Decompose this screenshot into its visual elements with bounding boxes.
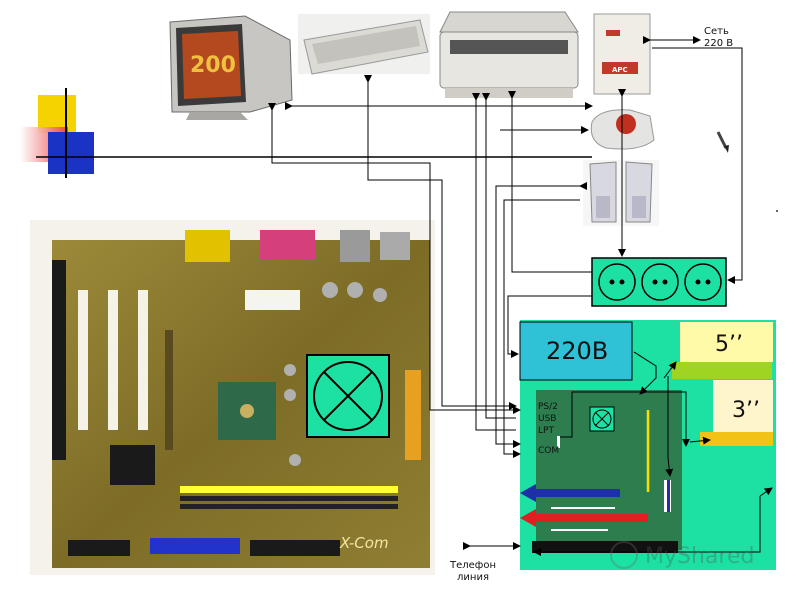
watermark-text: MyShared (645, 544, 754, 569)
decorative-logo (20, 88, 592, 178)
drive-bay-3 (713, 380, 773, 434)
socket-box (591, 257, 727, 307)
speakers-icon (583, 160, 659, 226)
motherboard-photo: X-Com (30, 220, 435, 575)
printer-icon (439, 11, 579, 98)
ups-brand: APC (612, 66, 628, 74)
bay3-label: 3’’ (732, 398, 760, 423)
blue-arrow (520, 484, 620, 502)
bay5-label: 5’’ (715, 332, 743, 357)
motherboard-brand: X-Com (339, 534, 389, 552)
drive-bay-5-device (672, 362, 772, 379)
pencil-icon (716, 131, 729, 153)
port-ps2-label: PS/2 (538, 402, 558, 412)
port-usb-label: USB (538, 414, 557, 424)
keyboard-icon (298, 14, 430, 75)
port-com-label: COM (538, 446, 560, 456)
drive-bay-5 (680, 322, 773, 362)
mouse-icon (590, 109, 655, 150)
monitor-icon: 200 (169, 15, 293, 120)
phone-line-label: Телефон линия (450, 560, 497, 583)
psu-label: 220В (546, 337, 609, 365)
monitor-screen-text: 200 (190, 53, 236, 78)
drive-bay-3-device (700, 432, 773, 446)
mains-label: Сеть 220 В (704, 26, 734, 49)
ups-icon: APC (593, 13, 651, 95)
red-arrow (520, 509, 648, 527)
port-lpt-label: LPT (538, 426, 554, 436)
watermark-logo: MyShared (610, 541, 754, 569)
connection-wires (268, 36, 773, 556)
